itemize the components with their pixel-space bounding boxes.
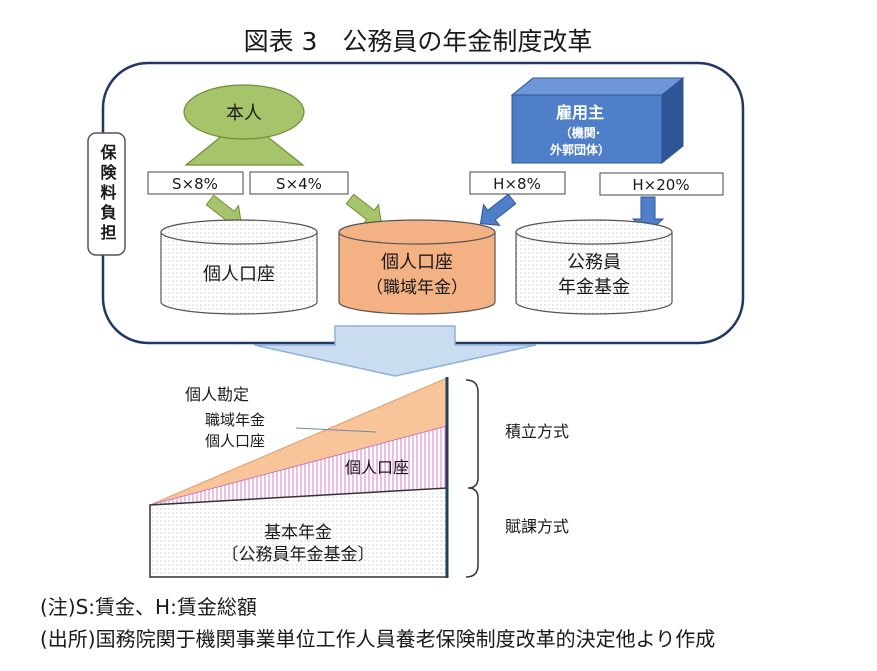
account-cylinder-occupational: 個人口座 （職域年金）	[338, 219, 496, 315]
employer-detail-line1: （機関·	[560, 125, 601, 140]
individual-label: 本人	[226, 103, 262, 124]
rate-label: S×8%	[172, 175, 218, 193]
account-cylinder-fund: 公務員 年金基金	[515, 219, 673, 315]
basic-pension-label: 基本年金	[264, 523, 332, 543]
personal-account-label: 個人口座	[345, 458, 409, 477]
side-label-box	[87, 132, 126, 256]
individual-account-label: 個人勘定	[185, 385, 249, 404]
account-cylinder-personal: 個人口座	[160, 219, 318, 315]
employer-detail-line2: 外郭団体）	[550, 142, 610, 157]
figure-title: 図表 3 公務員の年金制度改革	[244, 27, 593, 56]
employer-box-front	[511, 94, 663, 164]
occupational-leader-line	[295, 427, 377, 433]
rate-label: H×20%	[632, 176, 689, 194]
rate-box-individual-2: S×4%	[249, 171, 349, 195]
cylinder-sublabel: 年金基金	[558, 277, 630, 298]
rate-label: S×4%	[276, 175, 322, 193]
rate-box-employer-2: H×20%	[599, 172, 724, 196]
contribution-side-label: 保険料負担	[97, 144, 117, 244]
rate-box-individual-1: S×8%	[147, 171, 244, 195]
occupational-label-line2: 個人口座	[205, 432, 265, 450]
pension-structure: 個人勘定 職域年金 個人口座 個人口座 基本年金 〔公務員年金基金〕 積立方式 …	[149, 377, 569, 578]
bracket	[465, 379, 479, 578]
footnote: (注)S:賃金、H:賃金総額	[40, 595, 257, 619]
down-flow-arrow	[253, 325, 537, 377]
cylinder-label: 個人口座	[203, 264, 275, 285]
blue-arrow-1	[479, 193, 517, 226]
occupational-label-line1: 職域年金	[205, 411, 265, 429]
employer-box-top	[510, 77, 685, 96]
person-head	[183, 84, 305, 140]
cylinder-sublabel: （職域年金）	[366, 278, 468, 298]
source-note: (出所)国務院関于機関事業単位工作人員養老保険制度改革的決定他より作成	[40, 627, 715, 651]
basic-pension-sublabel: 〔公務員年金基金〕	[222, 545, 375, 565]
cylinder-label: 公務員	[567, 252, 621, 273]
employer-label: 雇用主	[556, 103, 604, 122]
rate-label: H×8%	[493, 175, 541, 193]
person-body	[184, 117, 305, 166]
individual-person-icon: 本人	[183, 84, 305, 166]
funded-method-label: 積立方式	[505, 422, 569, 441]
employer-box: 雇用主 （機関· 外郭団体）	[510, 76, 685, 165]
paygo-method-label: 賦課方式	[505, 517, 569, 536]
rate-box-employer-1: H×8%	[469, 171, 566, 195]
cylinder-label: 個人口座	[381, 252, 453, 273]
